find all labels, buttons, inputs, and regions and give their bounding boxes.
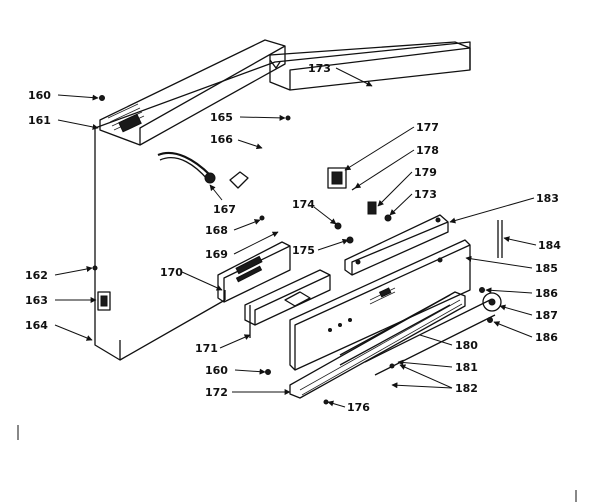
front-panel-185	[289, 239, 471, 371]
label-173-mid: 173	[414, 188, 437, 201]
part-labels: 160 161 162 163 164 165 166 167 168 169 …	[25, 62, 561, 414]
label-168: 168	[205, 224, 228, 237]
label-185: 185	[535, 262, 558, 275]
leader-lines	[54, 67, 537, 408]
label-171: 171	[195, 342, 218, 355]
label-186-lower: 186	[535, 331, 558, 344]
label-179: 179	[414, 166, 437, 179]
top-rail-173	[269, 41, 471, 91]
label-172: 172	[205, 386, 228, 399]
label-160-lower: 160	[205, 364, 228, 377]
mounting-plate-170	[217, 241, 291, 303]
clip-177	[327, 167, 347, 189]
label-167: 167	[213, 203, 236, 216]
label-163: 163	[25, 294, 48, 307]
console-panel-161	[99, 39, 286, 146]
side-clip-163	[97, 291, 111, 311]
screws	[92, 95, 493, 405]
cover-strip-180	[364, 299, 496, 376]
rod-184	[497, 220, 503, 258]
label-174: 174	[292, 198, 315, 211]
wire-harness-167	[157, 151, 249, 189]
knob-187	[482, 292, 502, 312]
inner-frame-171	[244, 269, 331, 338]
label-176: 176	[347, 401, 370, 414]
back-plate-183	[344, 214, 449, 276]
label-184: 184	[538, 239, 561, 252]
label-187: 187	[535, 309, 558, 322]
label-181: 181	[455, 361, 478, 374]
small-parts	[334, 185, 392, 244]
label-169: 169	[205, 248, 228, 261]
label-178: 178	[416, 144, 439, 157]
label-164: 164	[25, 319, 48, 332]
label-170: 170	[160, 266, 183, 279]
label-173-top: 173	[308, 62, 331, 75]
label-186: 186	[535, 287, 558, 300]
label-165: 165	[210, 111, 233, 124]
label-180: 180	[455, 339, 478, 352]
label-175: 175	[292, 244, 315, 257]
label-177: 177	[416, 121, 439, 134]
label-182: 182	[455, 382, 478, 395]
label-183: 183	[536, 192, 559, 205]
label-161: 161	[28, 114, 51, 127]
label-160: 160	[28, 89, 51, 102]
label-166: 166	[210, 133, 233, 146]
label-162: 162	[25, 269, 48, 282]
